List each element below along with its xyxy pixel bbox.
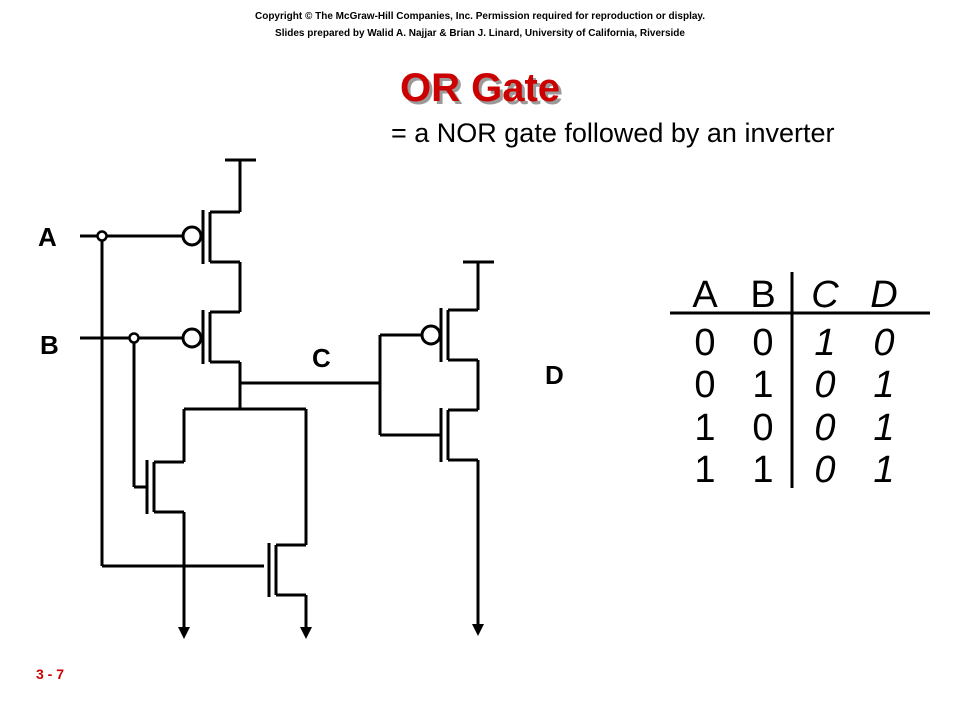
table-cell: 0 — [752, 407, 773, 449]
ground-arrow — [178, 627, 190, 639]
pmos-transistor-inverter — [420, 308, 478, 362]
label-d: D — [545, 360, 564, 390]
table-header-c: C — [811, 274, 839, 316]
cmos-or-circuit — [80, 158, 494, 639]
table-header-b: B — [750, 274, 775, 316]
junction-dot — [96, 230, 108, 242]
table-cell: 1 — [873, 449, 894, 491]
truth-table: A B C D 0 0 1 0 0 1 0 1 1 0 0 1 1 1 0 1 — [670, 272, 930, 491]
slide-title-text: OR Gate — [399, 66, 561, 110]
table-cell: 1 — [752, 449, 773, 491]
pmos-transistor-a — [181, 210, 240, 264]
table-cell: 1 — [873, 407, 894, 449]
junction-dot — [128, 332, 140, 344]
label-a: A — [38, 222, 57, 252]
nmos-transistor-b — [145, 460, 184, 514]
table-header-a: A — [692, 274, 718, 316]
credits-line: Slides prepared by Walid A. Najjar & Bri… — [275, 28, 685, 39]
table-cell: 0 — [814, 364, 835, 406]
label-b: B — [40, 330, 59, 360]
pmos-transistor-b — [181, 310, 240, 364]
table-cell: 1 — [752, 364, 773, 406]
table-cell: 1 — [694, 449, 715, 491]
table-cell: 0 — [694, 364, 715, 406]
table-cell: 0 — [873, 322, 894, 364]
table-cell: 0 — [694, 322, 715, 364]
table-cell: 0 — [814, 449, 835, 491]
table-cell: 0 — [814, 407, 835, 449]
label-c: C — [312, 343, 331, 373]
table-cell: 0 — [752, 322, 773, 364]
ground-arrow — [300, 627, 312, 639]
table-cell: 1 — [694, 407, 715, 449]
table-header-d: D — [870, 274, 897, 316]
table-cell: 1 — [814, 322, 835, 364]
slide-subtitle: = a NOR gate followed by an inverter — [391, 118, 835, 148]
nmos-transistor-a — [267, 543, 306, 597]
copyright-line: Copyright © The McGraw-Hill Companies, I… — [254, 11, 706, 22]
table-cell: 1 — [873, 364, 894, 406]
copyright-notice: Copyright © The McGraw-Hill Companies, I… — [0, 8, 960, 42]
slide-number: 3 - 7 — [36, 666, 65, 682]
slide-title: OR Gate — [0, 66, 960, 111]
nmos-transistor-inverter — [439, 408, 478, 462]
ground-arrow — [472, 624, 484, 636]
